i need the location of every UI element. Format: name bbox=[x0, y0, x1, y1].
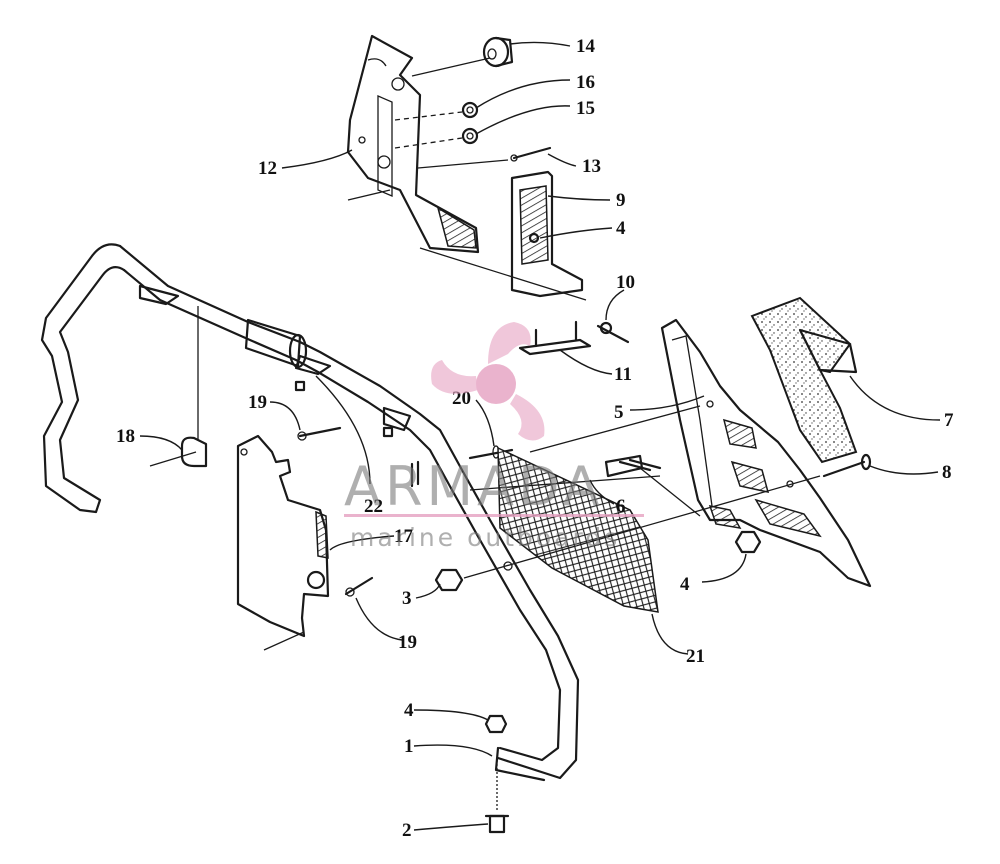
callout-10: 10 bbox=[616, 272, 635, 293]
callout-21: 21 bbox=[686, 646, 705, 667]
callout-labels: 14 16 15 12 13 9 4 10 11 20 5 7 18 19 22… bbox=[116, 36, 954, 841]
part-1-frame-bar bbox=[40, 243, 580, 782]
callout-8: 8 bbox=[942, 462, 952, 483]
callout-5: 5 bbox=[614, 402, 624, 423]
part-11-plate bbox=[518, 320, 592, 356]
leader-lines bbox=[139, 41, 941, 831]
callout-11: 11 bbox=[614, 364, 632, 385]
callout-2: 2 bbox=[402, 820, 412, 841]
callout-7: 7 bbox=[944, 410, 954, 431]
part-22-clips bbox=[294, 380, 420, 488]
callout-14: 14 bbox=[576, 36, 596, 57]
callout-18: 18 bbox=[116, 426, 135, 447]
part-19-pin-upper bbox=[297, 426, 342, 441]
callout-17: 17 bbox=[394, 526, 414, 547]
part-2-bolt bbox=[484, 760, 510, 834]
callout-1: 1 bbox=[404, 736, 414, 757]
part-17-side-panel bbox=[236, 434, 330, 651]
callout-4-upper: 4 bbox=[616, 218, 626, 239]
callout-16: 16 bbox=[576, 72, 595, 93]
watermark-logo: ARMADA marine outboards bbox=[344, 322, 644, 552]
part-8-bolt bbox=[822, 453, 872, 478]
watermark-brand: ARMADA bbox=[344, 455, 604, 518]
part-7-block bbox=[750, 296, 858, 464]
part-16-washer bbox=[461, 101, 479, 119]
callout-4-right: 4 bbox=[680, 574, 690, 595]
callout-4-bottom: 4 bbox=[404, 700, 414, 721]
callout-13: 13 bbox=[582, 156, 601, 177]
part-3-nut bbox=[434, 568, 464, 592]
part-5-side-bracket bbox=[660, 318, 872, 588]
part-12-upper-bracket bbox=[346, 34, 480, 254]
part-19-pin-lower bbox=[344, 576, 374, 597]
part-18-clamp bbox=[149, 306, 208, 468]
part-14-knob bbox=[482, 36, 514, 68]
watermark-tagline: marine outboards bbox=[350, 523, 620, 552]
propeller-icon bbox=[431, 322, 545, 441]
callout-3: 3 bbox=[402, 588, 412, 609]
part-4-nut-bottom bbox=[484, 714, 508, 734]
callout-22: 22 bbox=[364, 496, 383, 517]
part-6-bracket bbox=[604, 454, 701, 517]
callout-6: 6 bbox=[616, 496, 626, 517]
part-4-nut-right bbox=[734, 530, 762, 554]
part-15-washer bbox=[461, 127, 479, 145]
callout-19-upper: 19 bbox=[248, 392, 267, 413]
callout-9: 9 bbox=[616, 190, 626, 211]
part-10-screw bbox=[596, 321, 630, 344]
callout-19-lower: 19 bbox=[398, 632, 417, 653]
callout-12: 12 bbox=[258, 158, 277, 179]
part-13-pin bbox=[510, 146, 552, 162]
part-9-vertical-bracket bbox=[510, 170, 584, 298]
callout-15: 15 bbox=[576, 98, 595, 119]
